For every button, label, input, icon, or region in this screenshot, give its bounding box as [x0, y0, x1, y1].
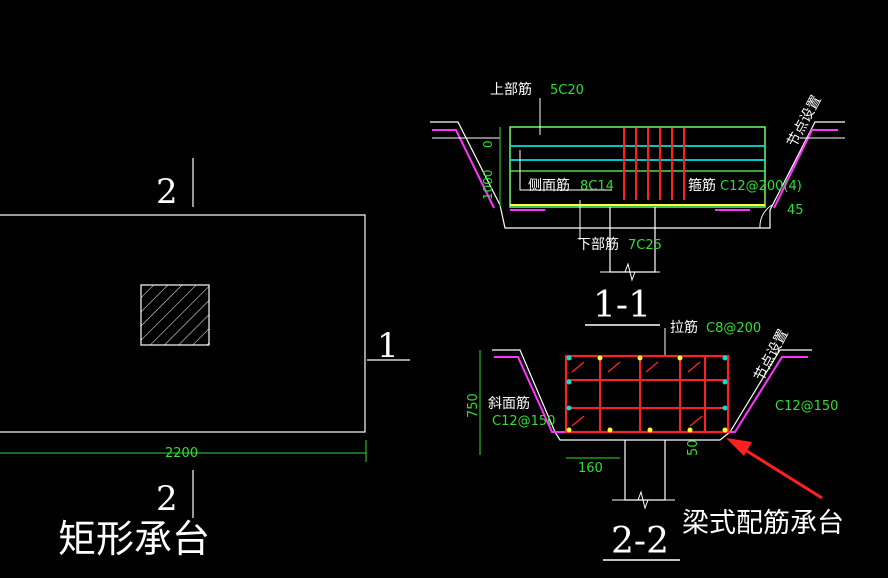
angle: 45: [787, 203, 804, 218]
leader-side-bar: [519, 150, 612, 191]
pile: [609, 207, 656, 273]
annotation-text: 梁式配筋承台: [682, 508, 844, 539]
cap-profile: [430, 121, 845, 229]
slope-bar-left: [432, 129, 495, 209]
annotation-arrowhead: [726, 438, 752, 456]
angle-arc: [759, 204, 773, 229]
cap-profile-2: [492, 349, 812, 441]
stirrup-spec: C12@200(4): [720, 179, 802, 194]
column-hatch: [140, 284, 210, 346]
slope-spec-right: C12@150: [775, 399, 838, 414]
tie-label: 拉筋: [670, 319, 698, 336]
dim-cover: 50: [686, 439, 701, 456]
bottom-bar-spec: 7C25: [628, 238, 662, 253]
slope-bar-left-2: [494, 356, 568, 433]
pile-2: [624, 440, 666, 501]
pile-break-2: [612, 490, 675, 510]
bottom-bar-label: 下部筋: [577, 236, 619, 253]
section-1-1: 0 1000 上部筋 5C20 侧面筋 8C14 箍筋 C12@200(4) 下…: [430, 81, 845, 326]
section-2-2: 750 160 50 拉筋 C8@200 斜面筋 C12@150 C12@150…: [466, 319, 838, 562]
rebar-dots: [566, 355, 728, 433]
beam-outline: [509, 126, 766, 208]
dim-width: 2200: [165, 446, 198, 461]
side-bar-label: 侧面筋: [528, 177, 570, 194]
cap-outline: [0, 214, 366, 433]
section-mark-right: 1: [377, 326, 399, 366]
slope-spec-left: C12@150: [492, 414, 555, 429]
side-bar-spec: 8C14: [580, 179, 614, 194]
section-title-2-2: 2-2: [611, 521, 669, 562]
dim-height-2: 750: [466, 393, 481, 418]
cage-outline: [564, 354, 730, 434]
annotation-arrow: [741, 446, 823, 500]
tie-spec: C8@200: [706, 321, 761, 336]
top-bar-label: 上部筋: [490, 81, 532, 98]
plan-view: 2 2 1 2200 矩形承台: [0, 158, 410, 561]
section-title-1-1: 1-1: [593, 285, 651, 326]
dim-offset: 160: [578, 461, 603, 476]
section-mark-bottom: 2: [156, 479, 178, 519]
plan-title: 矩形承台: [58, 517, 210, 561]
stirrup-label: 箍筋: [688, 177, 716, 194]
dim-top: 0: [481, 140, 495, 148]
pile-break: [600, 262, 660, 282]
cage-grid: [566, 356, 728, 432]
stirrups: [623, 128, 685, 200]
annotation: 梁式配筋承台: [682, 438, 844, 539]
dim-height: 1000: [481, 169, 495, 200]
top-bar-spec: 5C20: [550, 83, 584, 98]
slope-label: 斜面筋: [488, 395, 530, 412]
slope-bar-right: [773, 129, 838, 209]
cage-ties: [571, 361, 703, 427]
section-mark-top: 2: [156, 172, 178, 212]
